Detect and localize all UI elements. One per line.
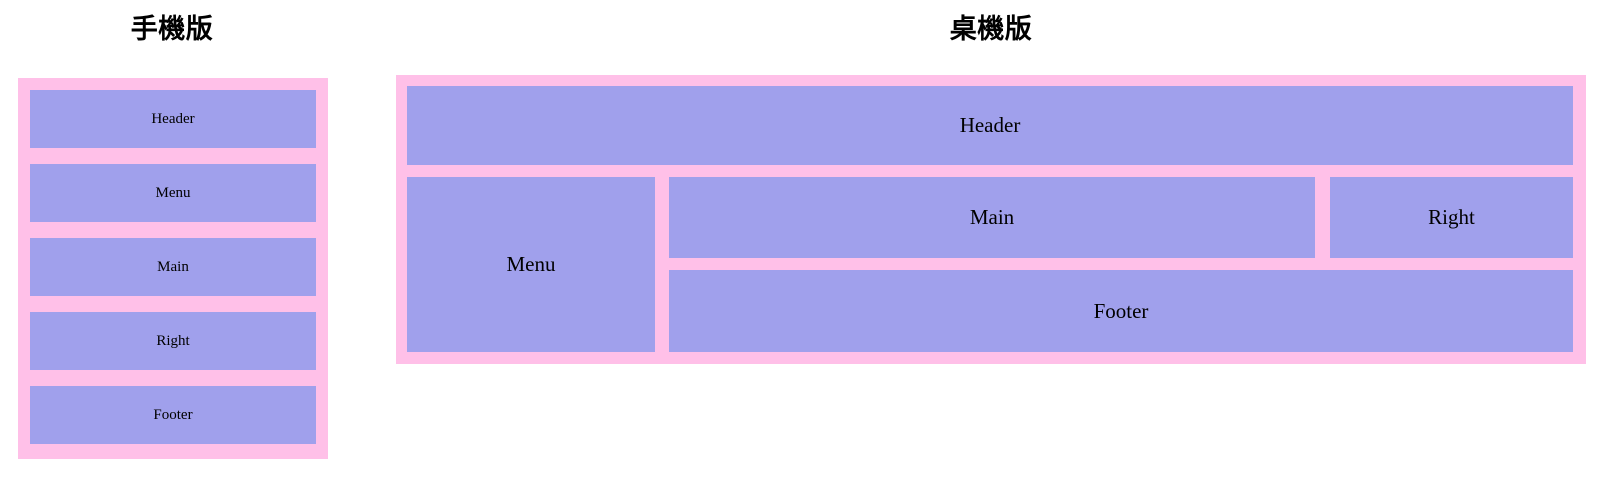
- mobile-block-menu: Menu: [30, 164, 316, 222]
- mobile-block-footer: Footer: [30, 386, 316, 444]
- desktop-layout-wireframe: Header Menu Main Right Footer: [396, 75, 1586, 364]
- desktop-block-header: Header: [407, 86, 1573, 165]
- mobile-block-menu-label: Menu: [155, 184, 191, 201]
- mobile-block-footer-label: Footer: [153, 406, 193, 423]
- desktop-block-footer-label: Footer: [1093, 298, 1149, 323]
- mobile-block-header-label: Header: [151, 110, 195, 127]
- desktop-block-menu: Menu: [407, 177, 655, 352]
- desktop-block-main-label: Main: [969, 205, 1015, 229]
- mobile-section-title: 手機版: [130, 14, 214, 45]
- mobile-block-right-label: Right: [156, 332, 190, 349]
- desktop-block-footer: Footer: [669, 270, 1573, 352]
- mobile-layout-wireframe: Header Menu Main Right Footer: [18, 78, 328, 459]
- mobile-block-main-label: Main: [157, 258, 189, 275]
- desktop-block-right-label: Right: [1428, 205, 1475, 229]
- desktop-block-main: Main: [669, 177, 1315, 258]
- mobile-block-right: Right: [30, 312, 316, 370]
- desktop-block-header-label: Header: [959, 113, 1021, 137]
- desktop-section-title: 桌機版: [949, 14, 1033, 45]
- desktop-block-menu-label: Menu: [506, 252, 556, 276]
- desktop-block-right: Right: [1330, 177, 1573, 258]
- mobile-block-header: Header: [30, 90, 316, 148]
- mobile-block-main: Main: [30, 238, 316, 296]
